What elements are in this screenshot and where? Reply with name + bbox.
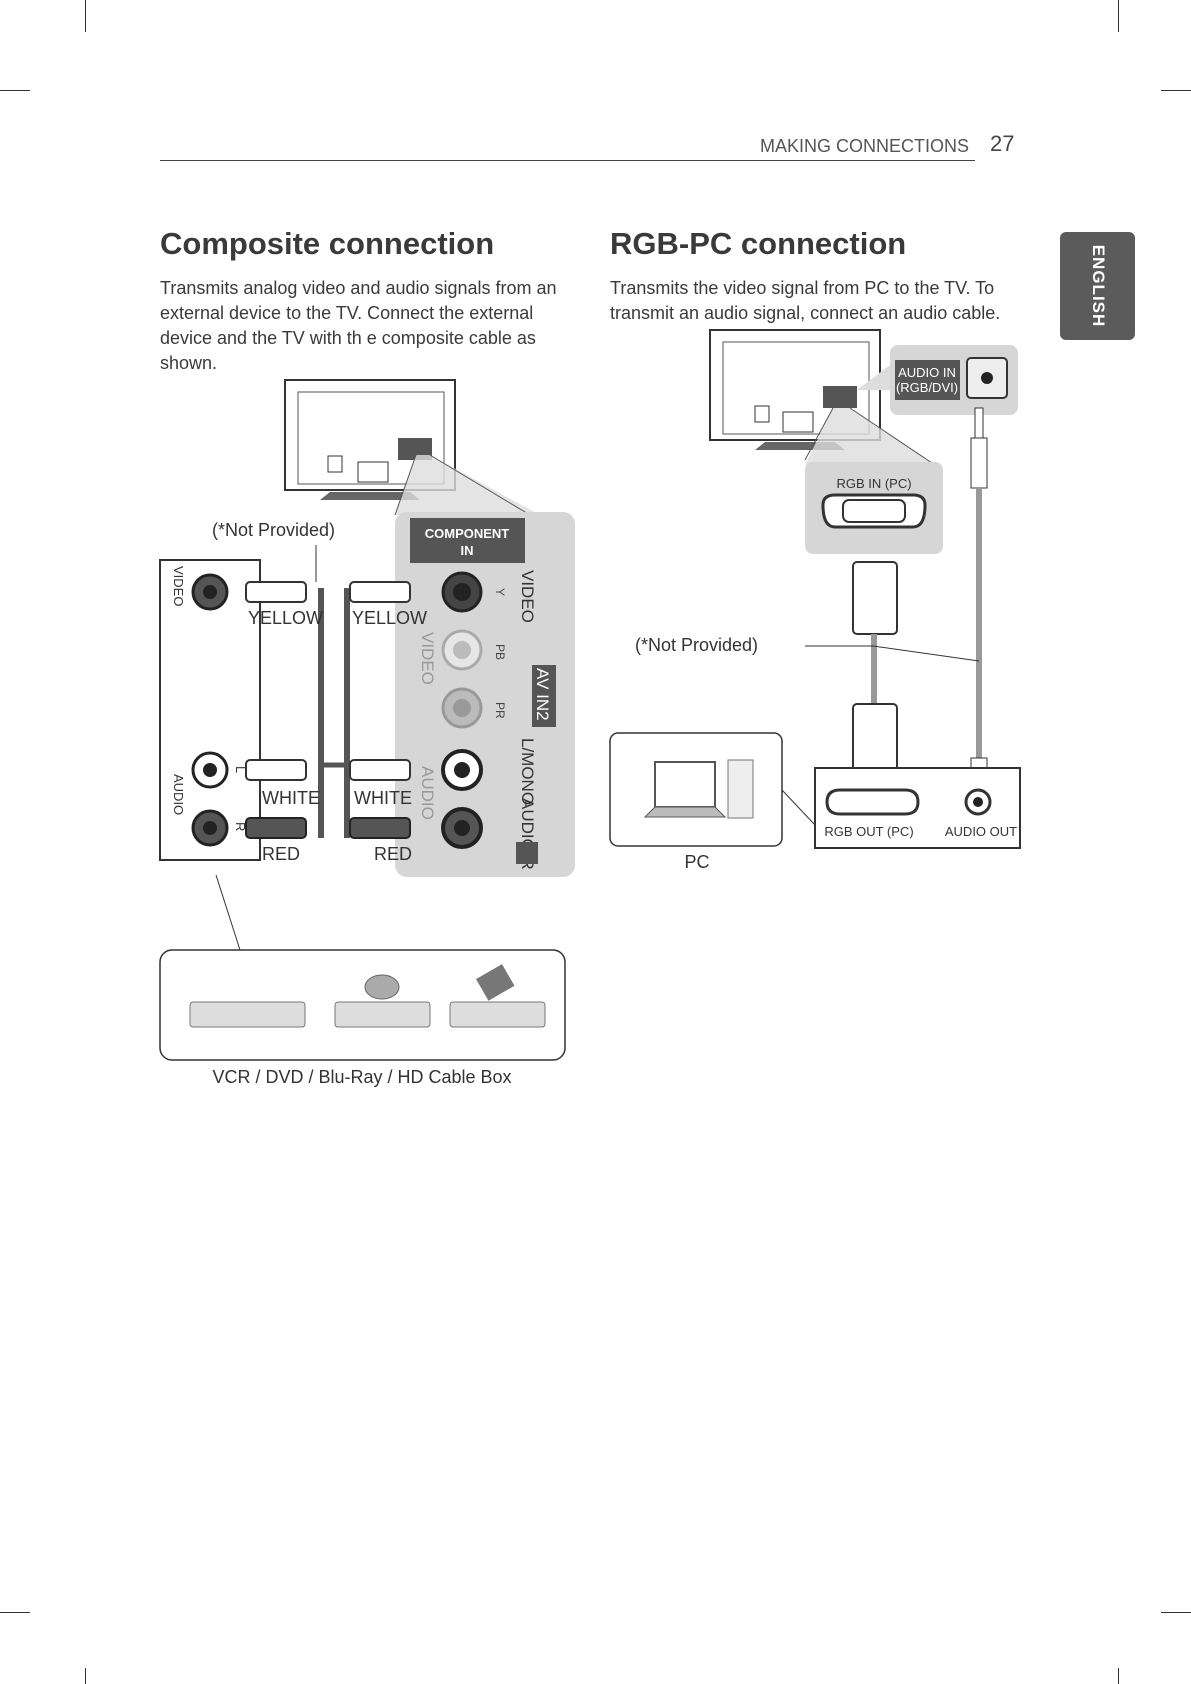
language-tab-label: ENGLISH xyxy=(1088,244,1108,328)
rgb-diagram: AUDIO IN (RGB/DVI) RGB IN (PC) (*Not Pro… xyxy=(609,329,1021,872)
device-audio-label: AUDIO xyxy=(171,774,186,815)
audio-out-label: AUDIO OUT xyxy=(945,824,1017,839)
audio-gray-label: AUDIO xyxy=(418,766,437,820)
cable-white-left: WHITE xyxy=(262,788,320,808)
component-in-label-2: IN xyxy=(461,543,474,558)
composite-not-provided: (*Not Provided) xyxy=(212,520,335,540)
av-in-label: AV IN2 xyxy=(533,668,552,721)
l-letter: L xyxy=(233,766,248,773)
crop-mark xyxy=(1118,0,1119,32)
component-in-label: COMPONENT xyxy=(425,526,510,541)
cable-yellow-right: YELLOW xyxy=(352,608,427,628)
pc-illustration xyxy=(643,759,754,819)
cable-yellow-left: YELLOW xyxy=(248,608,323,628)
cable-white-right: WHITE xyxy=(354,788,412,808)
lmono-label: L/MONO xyxy=(518,738,537,805)
tv-back-illustration xyxy=(709,329,881,450)
composite-title: Composite connection xyxy=(160,226,495,261)
rgb-title: RGB-PC connection xyxy=(610,226,907,261)
page-number: 27 xyxy=(990,131,1015,156)
rgb-not-provided: (*Not Provided) xyxy=(635,635,758,655)
rgb-out-label: RGB OUT (PC) xyxy=(824,824,913,839)
devices-illustration xyxy=(189,964,546,1028)
composite-diagram: COMPONENT IN Y PB PR VIDEO VIDEO AV IN2 … xyxy=(159,379,575,1087)
pc-label: PC xyxy=(684,852,709,872)
video-label: VIDEO xyxy=(518,570,537,623)
rgb-description: Transmits the video signal from PC to th… xyxy=(610,278,1001,323)
header-rule xyxy=(160,160,975,161)
section-title: MAKING CONNECTIONS xyxy=(759,136,969,156)
crop-mark xyxy=(1118,1668,1119,1684)
audio-in-label: AUDIO IN xyxy=(898,365,956,380)
device-video-label: VIDEO xyxy=(171,566,186,606)
audio-in-label-2: (RGB/DVI) xyxy=(896,380,958,395)
cable-red-left: RED xyxy=(262,844,300,864)
crop-mark xyxy=(0,90,30,91)
crop-mark xyxy=(1161,1612,1191,1613)
composite-description: Transmits analog video and audio signals… xyxy=(160,278,557,373)
jack-y-label: Y xyxy=(493,588,507,596)
crop-mark xyxy=(0,1612,30,1613)
jack-pb-label: PB xyxy=(493,644,507,660)
devices-caption: VCR / DVD / Blu-Ray / HD Cable Box xyxy=(212,1067,511,1087)
video-label-gray: VIDEO xyxy=(418,632,437,685)
cable-red-right: RED xyxy=(374,844,412,864)
crop-mark xyxy=(1161,90,1191,91)
jack-pr-label: PR xyxy=(493,702,507,719)
tv-back-illustration xyxy=(284,379,456,500)
tv-jacks xyxy=(441,571,483,849)
rgb-in-label: RGB IN (PC) xyxy=(836,476,911,491)
rca-cables xyxy=(245,581,411,839)
language-tab: ENGLISH xyxy=(1060,232,1135,340)
r-letter: R xyxy=(233,822,248,831)
crop-mark xyxy=(85,1668,86,1684)
crop-mark xyxy=(85,0,86,32)
